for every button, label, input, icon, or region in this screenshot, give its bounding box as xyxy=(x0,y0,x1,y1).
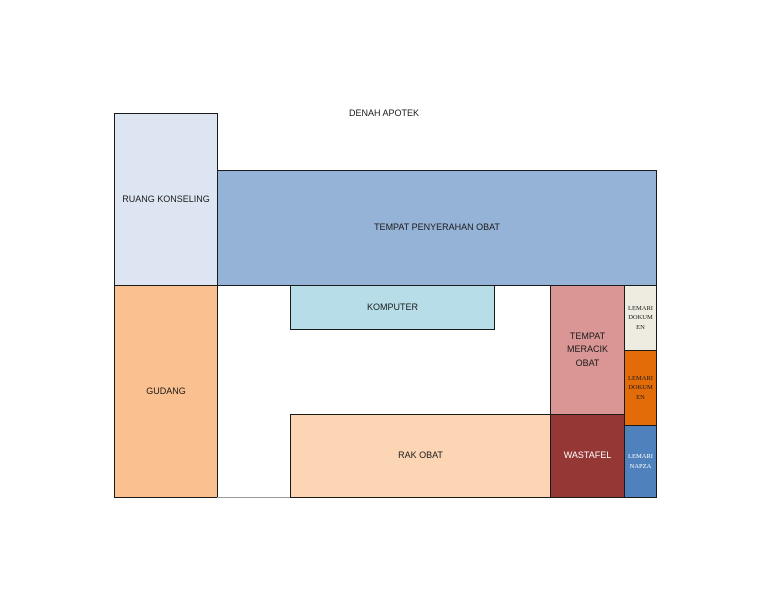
room-komputer: KOMPUTER xyxy=(290,285,495,330)
diagram-title: DENAH APOTEK xyxy=(348,108,420,118)
cabinet-label: LEMARI DOKUMEN xyxy=(628,374,653,401)
room-tempat-penyerahan-obat: TEMPAT PENYERAHAN OBAT xyxy=(217,170,657,286)
room-ruang-konseling: RUANG KONSELING xyxy=(114,113,218,286)
cabinet-lemari-dokumen-1: LEMARI DOKUMEN xyxy=(624,285,657,351)
cabinet-lemari-dokumen-2: LEMARI DOKUMEN xyxy=(624,350,657,426)
room-label: RUANG KONSELING xyxy=(122,193,210,204)
room-label: TEMPAT PENYERAHAN OBAT xyxy=(374,222,500,233)
cabinet-label: LEMARI DOKUMEN xyxy=(628,304,653,331)
room-label: WASTAFEL xyxy=(563,450,612,461)
room-gudang: GUDANG xyxy=(114,285,218,498)
room-label: RAK OBAT xyxy=(398,450,443,461)
cabinet-label: LEMARI NAPZA xyxy=(628,453,653,470)
room-label: GUDANG xyxy=(146,385,186,396)
room-rak-obat: RAK OBAT xyxy=(290,414,551,498)
cabinet-lemari-napza: LEMARI NAPZA xyxy=(624,425,657,498)
room-label: KOMPUTER xyxy=(366,301,418,312)
room-tempat-meracik-obat: TEMPAT MERACIK OBAT xyxy=(550,285,625,415)
room-label: TEMPAT MERACIK OBAT xyxy=(566,330,608,368)
room-wastafel: WASTAFEL xyxy=(550,414,625,498)
entrance-line xyxy=(217,497,290,498)
